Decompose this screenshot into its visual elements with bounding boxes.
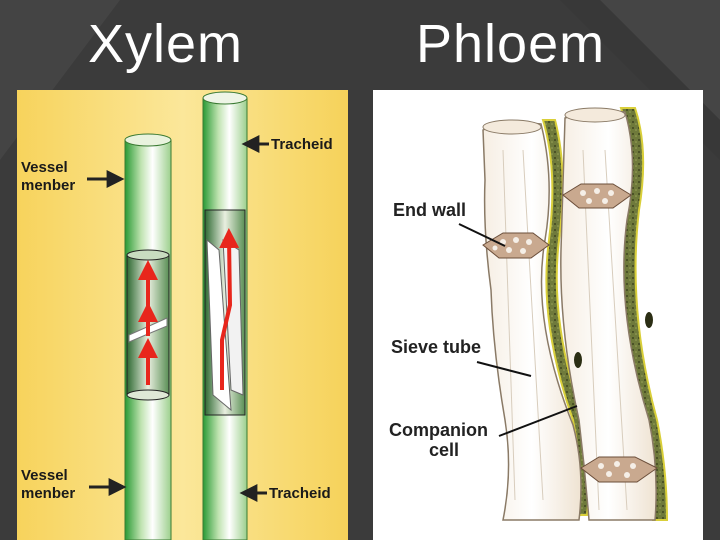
label-text: Companion	[389, 420, 488, 440]
label-text: Vessel	[21, 467, 68, 484]
flow-arrow	[219, 228, 240, 390]
phloem-diagram: End wall Sieve tube Companion cell	[373, 90, 703, 540]
tracheid	[202, 91, 248, 540]
xylem-title: Xylem	[88, 14, 244, 74]
label-text: Tracheid	[271, 136, 333, 153]
label-end-wall: End wall	[393, 200, 506, 247]
vessel-member	[124, 133, 172, 540]
phloem-title: Phloem	[416, 14, 606, 74]
label-tracheid-bottom: Tracheid	[239, 484, 331, 502]
sieve-plate	[580, 456, 658, 483]
label-text: Tracheid	[269, 485, 331, 502]
label-text: cell	[429, 440, 459, 460]
label-text: menber	[21, 485, 75, 502]
pointer-line	[498, 405, 578, 437]
sieve-tube	[482, 119, 582, 521]
nucleus	[574, 352, 582, 368]
label-text: Sieve tube	[391, 337, 481, 357]
pointer-line	[458, 223, 506, 247]
xylem-background	[17, 90, 348, 540]
sieve-plate	[562, 183, 632, 209]
label-companion-cell: Companion cell	[389, 405, 578, 460]
xylem-diagram: Vessel menber Tracheid Vessel menber Tra…	[17, 90, 348, 540]
label-tracheid-top: Tracheid	[241, 135, 333, 153]
nucleus	[645, 312, 653, 328]
label-vessel-bottom: Vessel menber	[21, 467, 127, 502]
label-sieve-tube: Sieve tube	[391, 337, 532, 377]
label-text: End wall	[393, 200, 466, 220]
sieve-tube	[560, 107, 657, 521]
label-text: Vessel	[21, 159, 68, 176]
pointer-line	[476, 361, 532, 377]
label-text: menber	[21, 177, 75, 194]
label-vessel-top: Vessel menber	[21, 159, 125, 194]
sieve-plate	[482, 232, 550, 259]
